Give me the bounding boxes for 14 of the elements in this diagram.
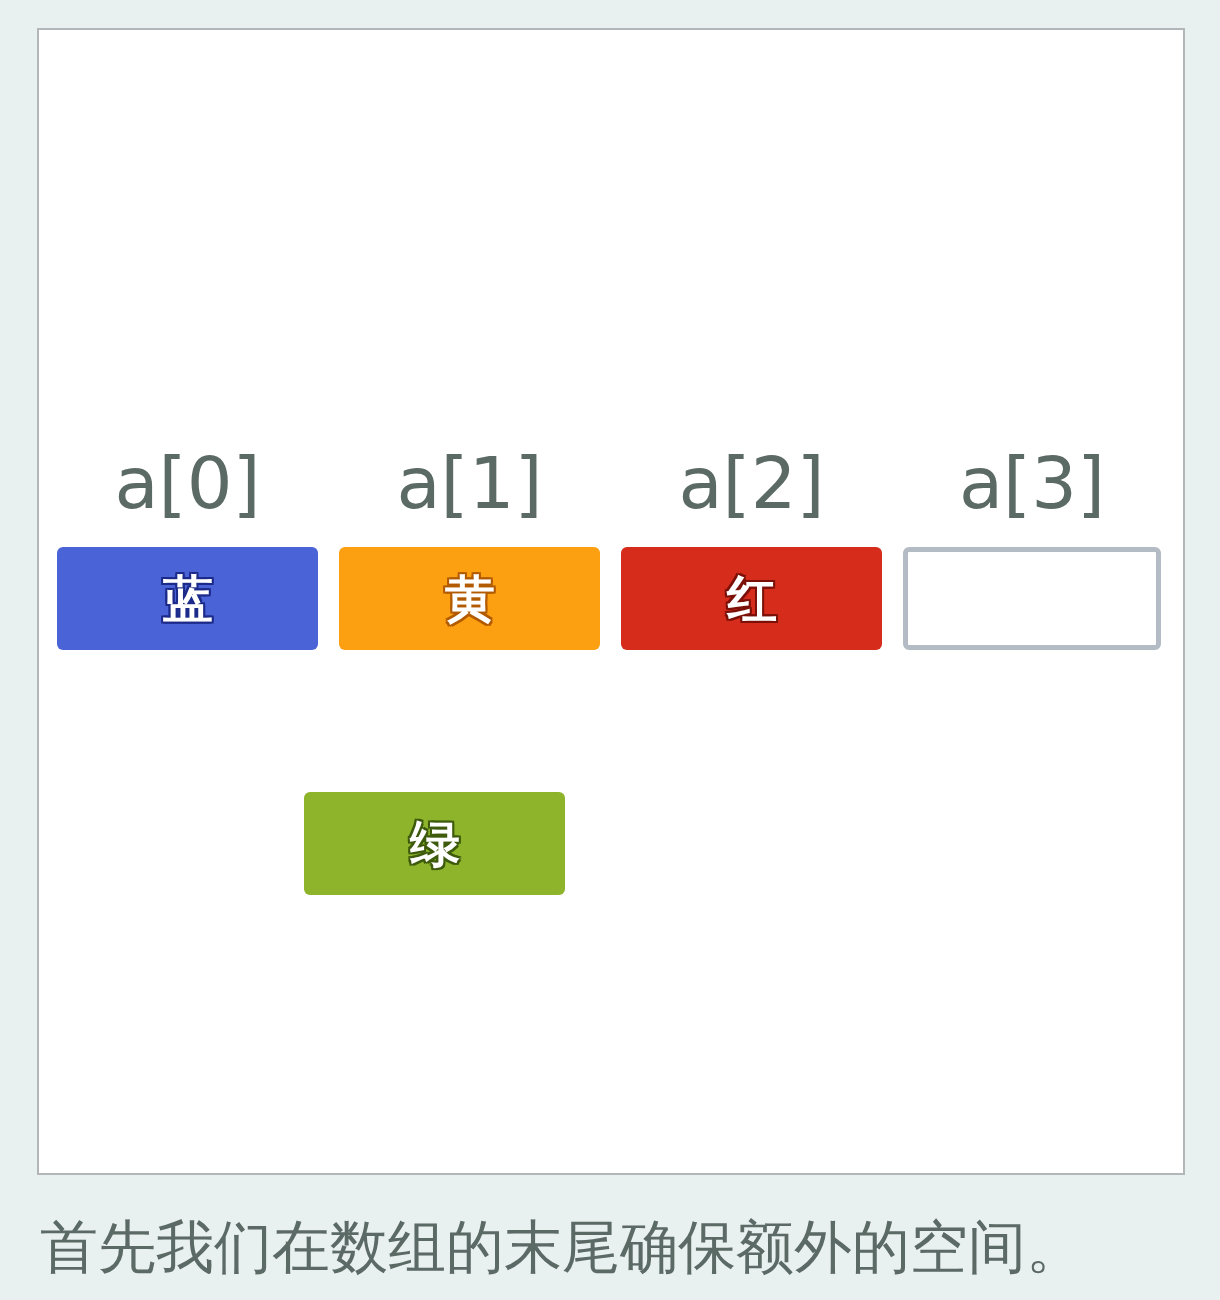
index-label: a[1] bbox=[395, 447, 544, 519]
array-element-block bbox=[621, 547, 882, 650]
index-label: a[2] bbox=[677, 447, 826, 519]
element-text: 红 bbox=[726, 573, 777, 624]
caption-text: 首先我们在数组的末尾确保额外的空间。 bbox=[40, 1216, 1084, 1280]
array-element-block bbox=[339, 547, 600, 650]
element-text: 绿 bbox=[409, 818, 460, 869]
array-element-block bbox=[57, 547, 318, 650]
empty-array-slot bbox=[903, 547, 1161, 650]
index-label: a[3] bbox=[957, 447, 1107, 519]
array-element-block bbox=[304, 792, 565, 895]
index-label: a[0] bbox=[113, 447, 262, 519]
element-text: 蓝 bbox=[162, 573, 213, 624]
element-text: 黄 bbox=[444, 573, 495, 624]
